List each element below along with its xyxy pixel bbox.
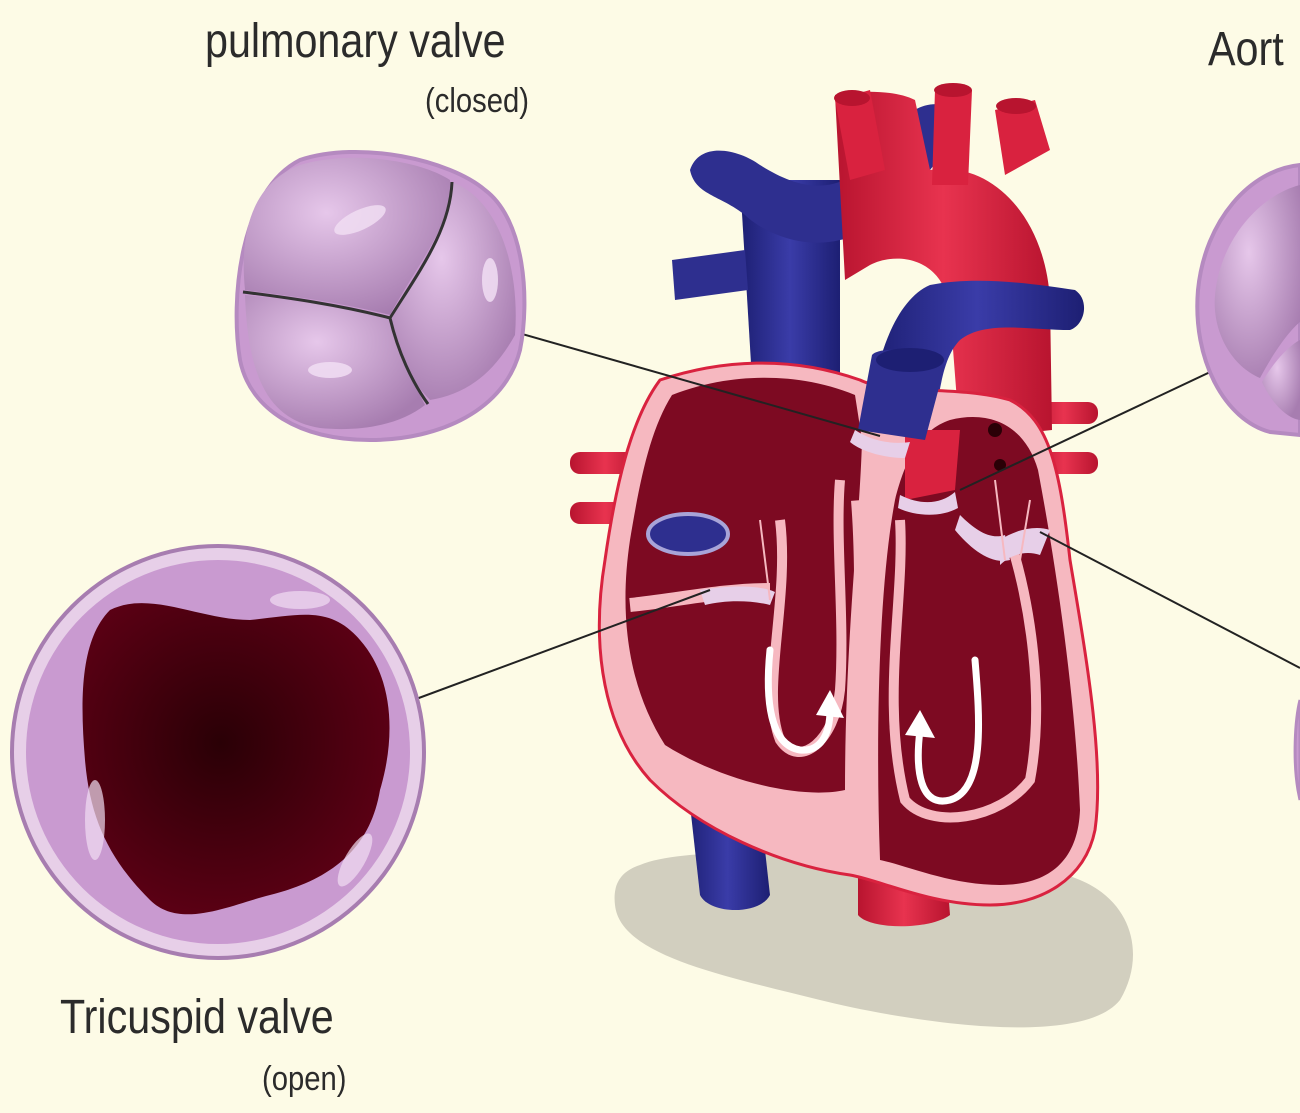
tricuspid-valve-illustration [12,546,424,958]
pulmonary-valve-state: (closed) [425,82,529,121]
pulmonary-root-opening [876,348,944,372]
aortic-valve-illustration [1197,165,1300,435]
aortic-valve-label: Aort [1208,22,1284,77]
pulmonary-valve-illustration [237,152,525,440]
pulmonary-valve-label: pulmonary valve [205,14,506,69]
interventricular-septum [860,500,865,855]
tricuspid-valve-label: Tricuspid valve [60,990,334,1045]
mitral-valve-illustration [1295,700,1300,800]
azygos-vein [672,250,748,300]
aortic-root [905,430,960,500]
ivc-opening [648,514,728,554]
tricuspid-valve-state: (open) [262,1060,347,1099]
